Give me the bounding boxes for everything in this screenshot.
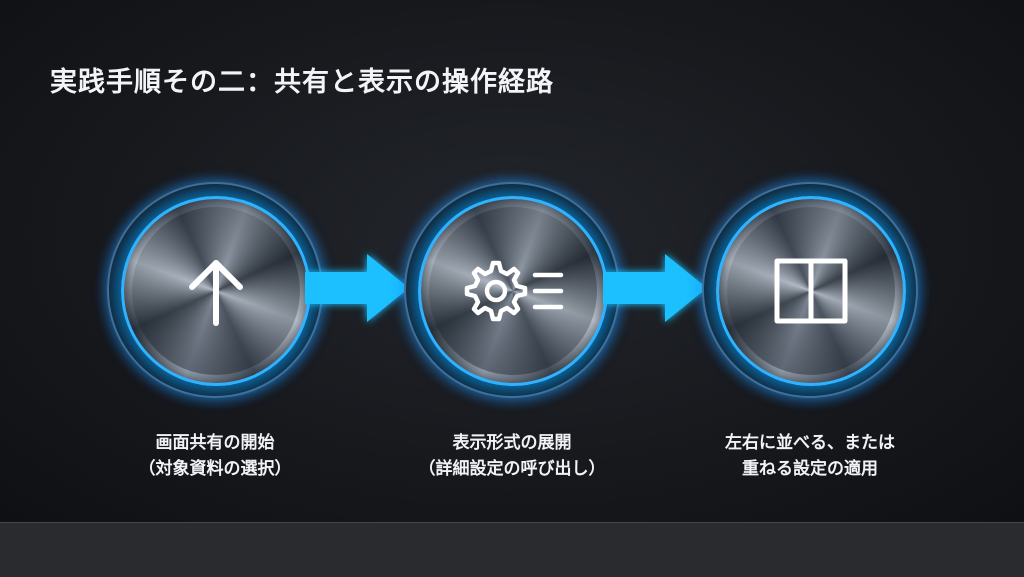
slide-title: 実践手順その二：共有と表示の操作経路 <box>50 67 554 98</box>
step-caption: 表示形式の展開 （詳細設定の呼び出し） <box>382 430 642 482</box>
slide: 実践手順その二：共有と表示の操作経路 <box>0 0 1024 522</box>
step-layout-apply <box>690 170 930 410</box>
flow-arrow-icon <box>305 254 409 322</box>
caption-line: 画面共有の開始 <box>155 433 275 453</box>
caption-line: （対象資料の選択） <box>138 459 292 479</box>
caption-line: 左右に並べる、または <box>725 433 895 453</box>
split-layout-icon <box>774 258 848 324</box>
gear-with-list-icon <box>464 260 564 322</box>
step-metal-button <box>121 196 311 386</box>
step-caption: 左右に並べる、または 重ねる設定の適用 <box>680 430 940 482</box>
flow-arrow-icon <box>603 254 707 322</box>
step-share-start <box>95 170 335 410</box>
caption-line: 重ねる設定の適用 <box>742 459 878 479</box>
caption-line: 表示形式の展開 <box>452 433 572 453</box>
step-caption: 画面共有の開始 （対象資料の選択） <box>85 430 345 482</box>
step-metal-button <box>418 196 608 386</box>
step-metal-button <box>716 196 906 386</box>
upload-arrow-icon <box>189 260 243 326</box>
step-display-expand <box>392 170 632 410</box>
caption-line: （詳細設定の呼び出し） <box>418 459 606 479</box>
bottom-bar <box>0 522 1024 577</box>
